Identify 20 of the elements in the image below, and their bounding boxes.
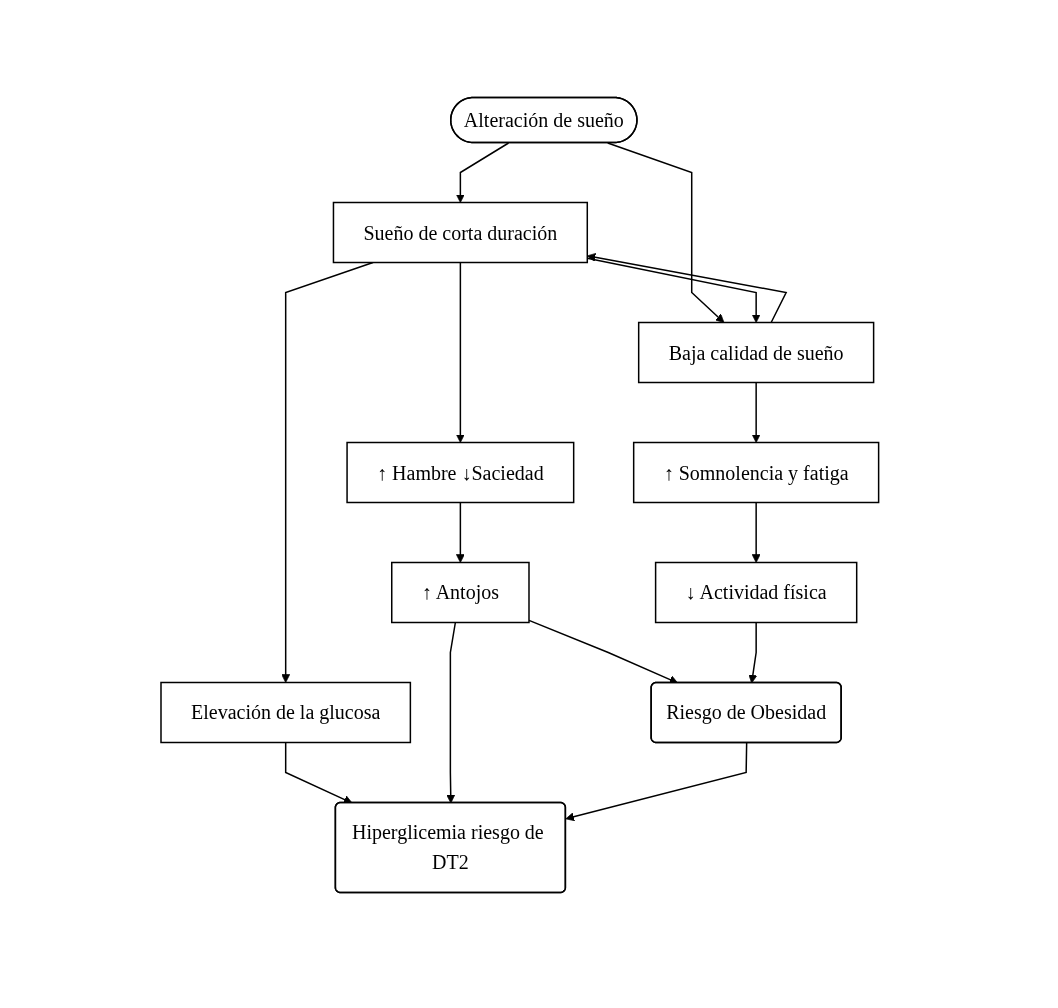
arrow [281,261,374,683]
node-box: ↑ Hambre ↓Saciedad [346,441,575,504]
node-box: ↑ Antojos [391,561,530,624]
arrow [446,621,457,804]
node-box: Baja calidad de sueño [638,321,875,384]
arrow [587,253,788,324]
node-box: ↑ Somnolencia y fatiga [633,441,880,504]
node-box: ↓ Actividad física [655,561,858,624]
arrow [751,501,761,563]
arrow [456,142,510,203]
node-box: Elevación de la glucosa [160,681,412,744]
arrow [456,501,465,563]
arrow [528,619,679,684]
arrow [456,261,465,443]
node-box: Sueño de corta duración [332,201,589,264]
arrow [748,621,758,684]
arrow [607,142,725,323]
arrow [565,742,748,822]
arrow [285,741,353,804]
arrow [751,381,761,443]
